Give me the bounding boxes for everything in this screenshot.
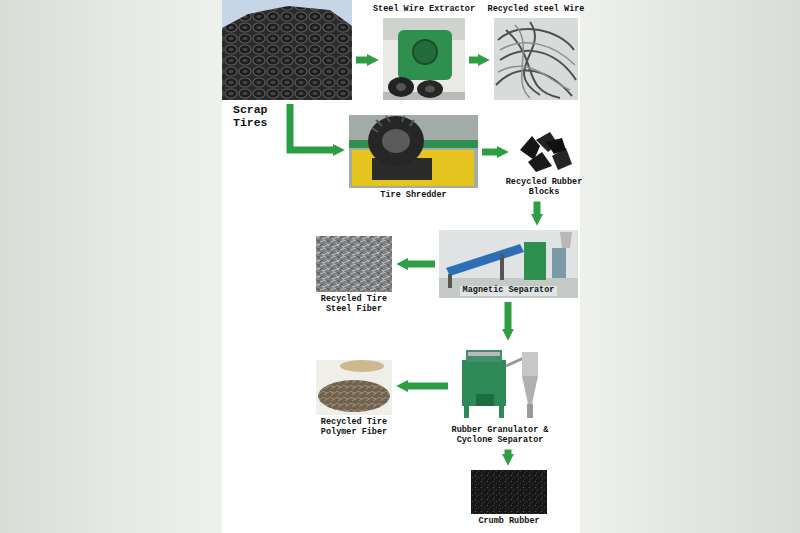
wire-extractor-photo-part: [425, 86, 435, 93]
granulator-photo-part: [527, 404, 533, 418]
panel: [222, 0, 580, 533]
photo-node: Recycled Tire Polymer Fiber: [316, 360, 392, 415]
polymer-fiber-photo-part: [318, 380, 390, 412]
photo-node: Scrap Tires: [222, 0, 352, 100]
steel-wire-photo: [494, 18, 578, 100]
tire-shredder-photo-part: [382, 129, 410, 153]
node-caption: Crumb Rubber: [469, 517, 549, 527]
tire-shredder-photo-part: [368, 116, 424, 166]
flow-arrow: [505, 450, 512, 455]
granulator-photo-part: [499, 406, 504, 418]
tire-shredder-photo-part: [372, 116, 414, 132]
node-caption: Recycled steel Wire: [486, 5, 586, 15]
flow-arrow: [469, 57, 479, 64]
node-caption: Recycled Tire Steel Fiber: [318, 295, 390, 315]
scrap-tires-photo: [222, 0, 352, 100]
flow-arrow: [407, 383, 448, 390]
rubber-blocks-photo-part: [528, 152, 552, 172]
photo-node: Recycled Rubber Blocks: [513, 128, 575, 175]
crumb-rubber-photo-part: [471, 470, 547, 514]
node-caption: Steel Wire Extractor: [370, 5, 478, 15]
magnetic-separator-photo-part: [524, 242, 546, 280]
granulator-photo-part: [522, 376, 538, 404]
magnetic-separator-photo: [439, 230, 578, 298]
granulator-photo-part: [468, 352, 500, 356]
granulator-photo-part: [522, 352, 538, 376]
node-caption: Scrap Tires: [233, 103, 277, 129]
magnetic-separator-photo-part: [560, 232, 572, 248]
granulator-photo-part: [476, 394, 494, 406]
rubber-blocks-photo-part: [513, 128, 575, 175]
flow-arrow: [356, 57, 368, 64]
photo-node: Crumb Rubber: [471, 470, 547, 514]
steel-wire-photo-part: [498, 25, 575, 98]
crumb-rubber-photo: [471, 470, 547, 514]
wire-extractor-photo-part: [396, 83, 406, 91]
magnetic-separator-photo-part: [439, 230, 578, 298]
magnetic-separator-photo-part: [439, 278, 578, 298]
rubber-blocks-photo: [513, 128, 575, 175]
node-caption: Magnetic Separator: [460, 286, 558, 296]
node-caption: Recycled Tire Polymer Fiber: [318, 418, 390, 438]
granulator-photo-part: [462, 360, 506, 406]
node-caption: Rubber Granulator & Cyclone Separator: [448, 426, 552, 446]
steel-wire-photo-part: [494, 18, 578, 100]
rubber-blocks-photo-part: [546, 138, 566, 154]
wire-extractor-photo-part: [413, 40, 437, 64]
node-caption: Tire Shredder: [364, 191, 464, 201]
magnetic-separator-photo-part: [446, 244, 524, 276]
flow-arrow: [290, 104, 334, 150]
magnetic-separator-photo-part: [500, 254, 504, 280]
flow-arrow: [534, 202, 541, 215]
scrap-tires-photo-part: [222, 6, 352, 100]
steel-fiber-photo: [316, 236, 392, 292]
photo-node: Recycled steel Wire: [494, 18, 578, 100]
granulator-photo-part: [452, 345, 548, 423]
magnetic-separator-photo-part: [552, 248, 566, 278]
node-caption: Recycled Rubber Blocks: [502, 178, 586, 198]
wire-extractor-photo-part: [398, 30, 452, 80]
polymer-fiber-photo: [316, 360, 392, 415]
granulator-photo-part: [464, 406, 469, 418]
granulator-photo-part: [466, 350, 502, 362]
flow-arrow: [482, 149, 498, 156]
photo-node: Magnetic Separator: [439, 230, 578, 298]
flow-arrow: [505, 302, 512, 330]
tire-shredder-photo: [349, 115, 478, 188]
granulator-photo: [452, 345, 548, 423]
scrap-tires-photo-part: [222, 0, 352, 100]
tire-shredder-photo-part: [349, 115, 478, 188]
wire-extractor-photo-part: [383, 18, 465, 100]
photo-node: Recycled Tire Steel Fiber: [316, 236, 392, 292]
photo-node: Tire Shredder: [349, 115, 478, 188]
polymer-fiber-photo-part: [316, 360, 392, 415]
flow-arrow: [407, 261, 435, 268]
wire-extractor-photo-part: [417, 80, 443, 98]
wire-extractor-photo: [383, 18, 465, 100]
wire-extractor-photo-part: [388, 77, 414, 97]
steel-fiber-photo-part: [316, 236, 392, 292]
magnetic-separator-photo-part: [448, 274, 452, 288]
photo-node: Steel Wire Extractor: [383, 18, 465, 100]
steel-wire-photo-part: [496, 22, 576, 98]
polymer-fiber-photo-part: [340, 360, 384, 372]
photo-node: Rubber Granulator & Cyclone Separator: [452, 345, 548, 423]
